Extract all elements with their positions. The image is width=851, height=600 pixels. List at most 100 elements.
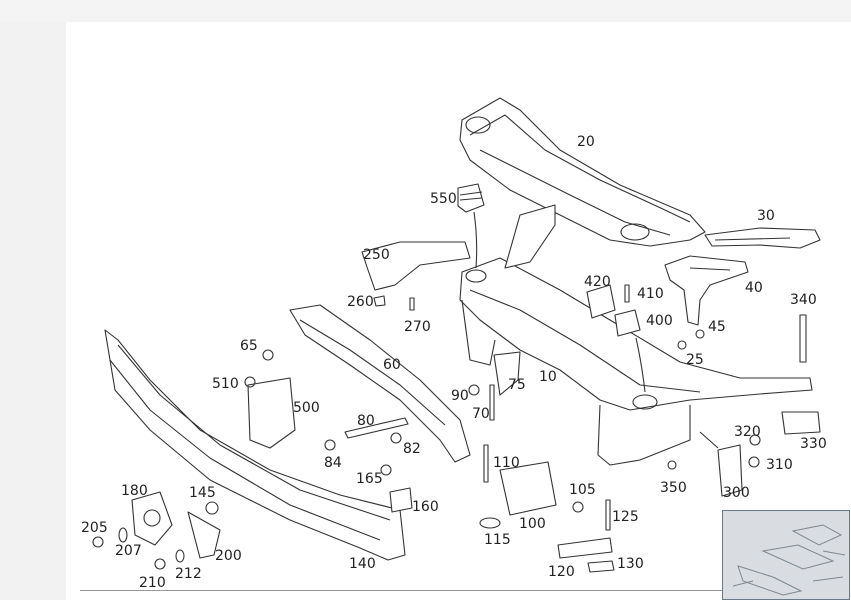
part-80-rod (344, 417, 409, 439)
fastener-25 (677, 340, 687, 350)
label-84: 84 (324, 455, 342, 471)
part-270-bolt (409, 297, 415, 311)
label-270: 270 (404, 319, 431, 335)
part-260-clip (373, 295, 386, 307)
part-130-plate (587, 560, 615, 573)
thumbnail-preview (732, 524, 846, 596)
fastener-145 (205, 501, 219, 515)
label-45: 45 (708, 319, 726, 335)
part-30-bracket (704, 227, 821, 249)
fastener-207 (118, 527, 128, 543)
fastener-210 (154, 558, 166, 570)
label-500: 500 (293, 400, 320, 416)
label-510: 510 (212, 376, 239, 392)
label-10: 10 (539, 369, 557, 385)
diagram-thumbnail[interactable] (722, 510, 850, 600)
part-110-bolt (483, 444, 489, 483)
fastener-45 (695, 329, 705, 339)
label-350: 350 (660, 480, 687, 496)
part-labels: 20 30 40 340 550 250 260 270 420 410 400… (81, 134, 827, 591)
label-90: 90 (451, 388, 469, 404)
part-500-bracket (247, 377, 296, 449)
label-145: 145 (189, 485, 216, 501)
label-160: 160 (412, 499, 439, 515)
label-210: 210 (139, 575, 166, 591)
part-70-bolt (489, 384, 495, 421)
label-120: 120 (548, 564, 575, 580)
label-30: 30 (757, 208, 775, 224)
part-550-rubber-mount (457, 183, 485, 213)
top-margin-strip (0, 0, 851, 22)
fastener-510 (244, 376, 256, 388)
label-180: 180 (121, 483, 148, 499)
part-410-bolt (624, 284, 630, 303)
fastener-205 (92, 536, 104, 548)
part-120-bar (557, 537, 613, 559)
part-400-mount (614, 309, 641, 337)
label-340: 340 (790, 292, 817, 308)
label-165: 165 (356, 471, 383, 487)
label-140: 140 (349, 556, 376, 572)
part-140-bumper-beam (104, 329, 406, 561)
label-400: 400 (646, 313, 673, 329)
fastener-115 (479, 517, 501, 529)
label-310: 310 (766, 457, 793, 473)
fastener-90 (468, 384, 480, 396)
bottom-rule (80, 590, 722, 591)
fastener-125 (605, 499, 611, 531)
label-420: 420 (584, 274, 611, 290)
label-65: 65 (240, 338, 258, 354)
part-40-bracket (664, 255, 749, 326)
fastener-212 (175, 549, 185, 563)
label-207: 207 (115, 543, 142, 559)
part-420-bracket (586, 284, 616, 319)
part-200-bracket (187, 511, 221, 559)
label-125: 125 (612, 509, 639, 525)
part-60-radiator-support (289, 304, 471, 463)
leader-line-300 (699, 431, 719, 449)
label-200: 200 (215, 548, 242, 564)
label-205: 205 (81, 520, 108, 536)
leader-line-400 (635, 337, 646, 393)
leader-line-550 (473, 211, 478, 269)
label-80: 80 (357, 413, 375, 429)
label-25: 25 (686, 352, 704, 368)
label-20: 20 (577, 134, 595, 150)
fastener-105 (572, 501, 584, 513)
label-115: 115 (484, 532, 511, 548)
left-margin-strip (0, 0, 66, 600)
fastener-82 (390, 432, 402, 444)
label-110: 110 (493, 455, 520, 471)
label-410: 410 (637, 286, 664, 302)
label-100: 100 (519, 516, 546, 532)
label-70: 70 (472, 406, 490, 422)
label-75: 75 (508, 377, 526, 393)
fastener-310 (748, 456, 760, 468)
label-82: 82 (403, 441, 421, 457)
fastener-165 (380, 464, 392, 476)
label-330: 330 (800, 436, 827, 452)
label-550: 550 (430, 191, 457, 207)
part-75-bracket (493, 351, 521, 396)
part-300-bracket (717, 444, 743, 497)
fastener-65 (262, 349, 274, 361)
label-250: 250 (363, 247, 390, 263)
fastener-350 (667, 460, 677, 470)
part-250-bracket (361, 241, 471, 291)
part-180-hole (143, 509, 161, 527)
label-60: 60 (383, 357, 401, 373)
label-320: 320 (734, 424, 761, 440)
label-105: 105 (569, 482, 596, 498)
part-20-crossmember (459, 97, 706, 247)
label-130: 130 (617, 556, 644, 572)
part-100-box (499, 461, 557, 516)
part-180-bracket (131, 491, 173, 546)
part-340-bolt (799, 314, 807, 363)
fastener-84 (324, 439, 336, 451)
part-160-bracket (389, 487, 413, 513)
part-330-bracket (781, 411, 821, 435)
label-300: 300 (723, 485, 750, 501)
label-40: 40 (745, 280, 763, 296)
fastener-320 (749, 434, 761, 446)
